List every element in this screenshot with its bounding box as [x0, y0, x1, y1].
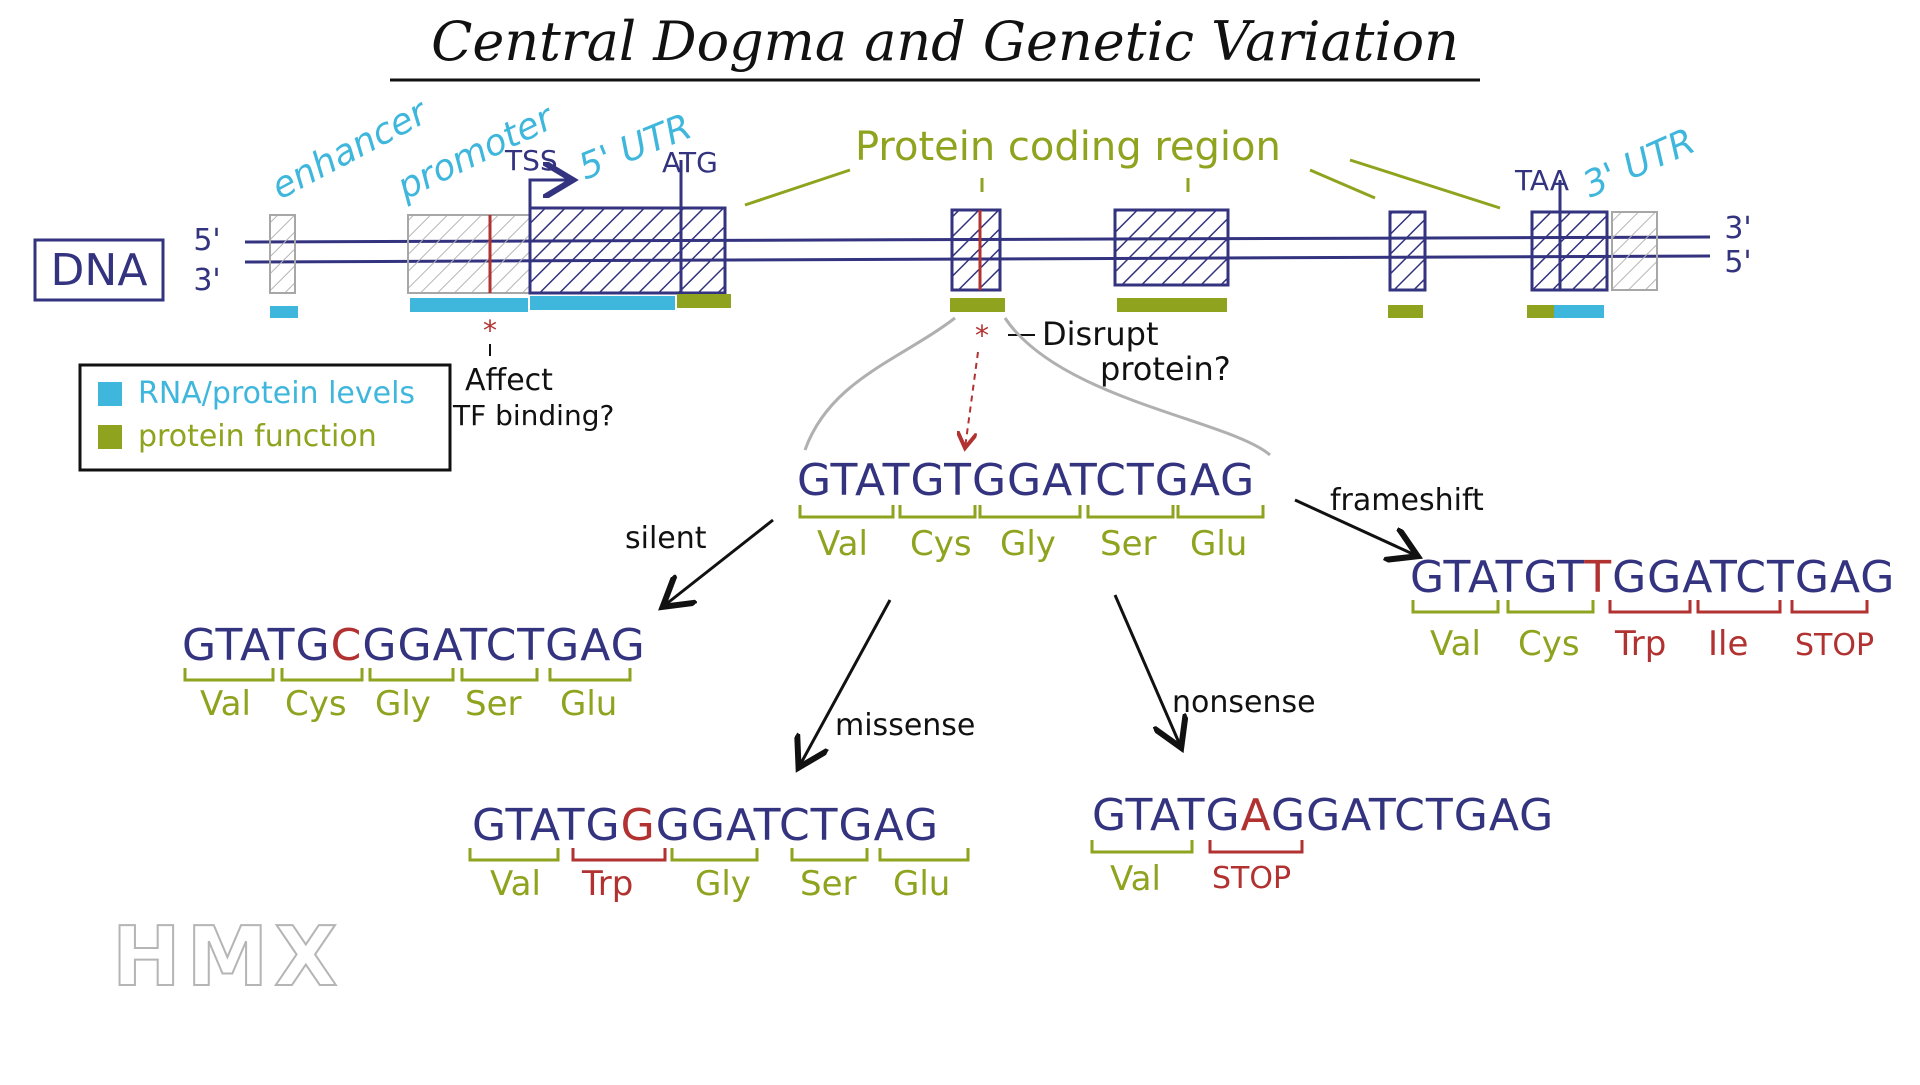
bar-exon5-function: [1527, 305, 1554, 318]
strand-top-right: 3': [1724, 211, 1751, 246]
label-silent: silent: [625, 521, 707, 556]
enhancer-block: [269, 214, 296, 294]
missense-aa-5: Glu: [893, 864, 950, 904]
silent-aa-1: Val: [200, 684, 251, 724]
frameshift-aa-5: STOP: [1795, 628, 1874, 663]
ref-aa-5: Glu: [1190, 524, 1247, 564]
note-disrupt-line2: protein?: [1100, 350, 1231, 388]
zoom-curve-right: [1003, 317, 1271, 457]
page-title: Central Dogma and Genetic Variation: [431, 10, 1459, 73]
missense-aa-4: Ser: [800, 864, 857, 904]
exon-asterisk: *: [975, 319, 989, 352]
frameshift-block: GTATGTTGGATCTGAG Val Cys Trp Ile STOP: [1410, 552, 1895, 664]
arrow-missense: [800, 599, 892, 765]
strand-top-left: 5': [193, 223, 220, 258]
promoter-block: [407, 214, 531, 294]
nonsense-aa-1: Val: [1110, 859, 1161, 899]
label-taa: TAA: [1514, 164, 1569, 197]
silent-block: GTATGCGGATCTGAG Val Cys Gly Ser Glu: [182, 620, 646, 724]
exon-5-block: [1530, 210, 1609, 292]
tss-arrow: [528, 180, 570, 210]
bar-promoter-rna: [410, 298, 528, 312]
strand-bottom-right: 5': [1724, 245, 1751, 280]
variant-dashed-arrow: [965, 351, 979, 448]
exon-4-block: [1388, 210, 1427, 292]
reference-codon-brackets: [798, 505, 1265, 519]
legend-box: [78, 363, 452, 472]
bar-utr3-rna: [1554, 305, 1604, 318]
missense-aa-2: Trp: [581, 864, 633, 904]
frameshift-sequence: GTATGTTGGATCTGAG: [1410, 552, 1895, 603]
zoom-curve-left: [803, 316, 956, 451]
exon-1-block: [528, 206, 727, 295]
utr3-gray-block: [1611, 211, 1658, 291]
legend-rna-swatch: [98, 382, 122, 406]
legend-rna-label: RNA/protein levels: [138, 376, 415, 411]
nonsense-aa-2: STOP: [1212, 861, 1291, 896]
exon-2-block: [950, 208, 1002, 292]
note-disrupt-line1: Disrupt: [1042, 315, 1159, 353]
bar-exon4-function: [1388, 305, 1423, 318]
arrow-nonsense: [1113, 594, 1180, 745]
frameshift-aa-4: Ile: [1708, 624, 1748, 664]
ref-aa-3: Gly: [1000, 524, 1056, 564]
legend-function-swatch: [98, 425, 122, 449]
missense-aa-1: Val: [490, 864, 541, 904]
label-missense: missense: [835, 708, 975, 743]
arrow-frameshift: [1294, 498, 1415, 555]
bar-exon1-function: [677, 294, 731, 308]
ref-aa-1: Val: [817, 524, 868, 564]
label-frameshift: frameshift: [1330, 483, 1484, 518]
label-utr3: 3' UTR: [1577, 121, 1701, 206]
note-affect-line2: TF binding?: [452, 399, 614, 432]
missense-codon-bracket-red: [571, 848, 667, 862]
silent-aa-4: Ser: [465, 684, 522, 724]
dna-box: [33, 238, 165, 302]
silent-sequence: GTATGCGGATCTGAG: [182, 620, 646, 671]
strand-bottom-left: 3': [193, 263, 220, 298]
label-atg: ATG: [662, 146, 718, 179]
silent-aa-5: Glu: [560, 684, 617, 724]
reference-sequence: GTATGTGGATCTGAG: [797, 455, 1255, 506]
nonsense-codon-bracket-red: [1208, 840, 1304, 854]
frameshift-aa-2: Cys: [1518, 624, 1580, 664]
ref-aa-4: Ser: [1100, 524, 1157, 564]
arrow-silent: [665, 518, 774, 605]
missense-codon-brackets-green: [468, 848, 970, 862]
coding-pointer-1: [744, 168, 851, 207]
silent-aa-2: Cys: [285, 684, 347, 724]
coding-pointer-5: [1349, 158, 1501, 210]
label-tss: TSS: [504, 144, 558, 177]
missense-sequence: GTATGGGGATCTGAG: [472, 800, 939, 851]
note-affect-line1: Affect: [465, 363, 553, 398]
bar-enhancer-rna: [270, 306, 298, 318]
frameshift-aa-3: Trp: [1614, 624, 1666, 664]
bar-exon2-function: [950, 298, 1005, 312]
bar-utr5-rna: [530, 296, 675, 310]
frameshift-codon-brackets-green: [1411, 600, 1595, 614]
frameshift-aa-1: Val: [1430, 624, 1481, 664]
silent-codon-brackets: [183, 668, 632, 682]
nonsense-codon-bracket-green: [1090, 840, 1194, 854]
promoter-asterisk: *: [483, 314, 497, 347]
legend-function-label: protein function: [138, 419, 377, 454]
exon-3-block: [1113, 208, 1230, 287]
bar-exon3-function: [1117, 298, 1227, 312]
reference-block: GTATGTGGATCTGAG Val Cys Gly Ser Glu: [797, 455, 1265, 564]
coding-pointer-4: [1309, 168, 1376, 200]
missense-aa-3: Gly: [695, 864, 751, 904]
nonsense-block: GTATGAGGATCTGAG Val STOP: [1090, 790, 1554, 899]
hmx-watermark: HMX: [112, 910, 343, 1005]
ref-aa-2: Cys: [910, 524, 972, 564]
label-nonsense: nonsense: [1172, 685, 1316, 720]
frameshift-codon-brackets-red: [1608, 600, 1869, 614]
silent-aa-3: Gly: [375, 684, 431, 724]
label-coding-region: Protein coding region: [855, 124, 1281, 170]
dna-label: DNA: [51, 245, 148, 296]
missense-block: GTATGGGGATCTGAG Val Trp Gly Ser Glu: [468, 800, 970, 904]
nonsense-sequence: GTATGAGGATCTGAG: [1092, 790, 1554, 841]
